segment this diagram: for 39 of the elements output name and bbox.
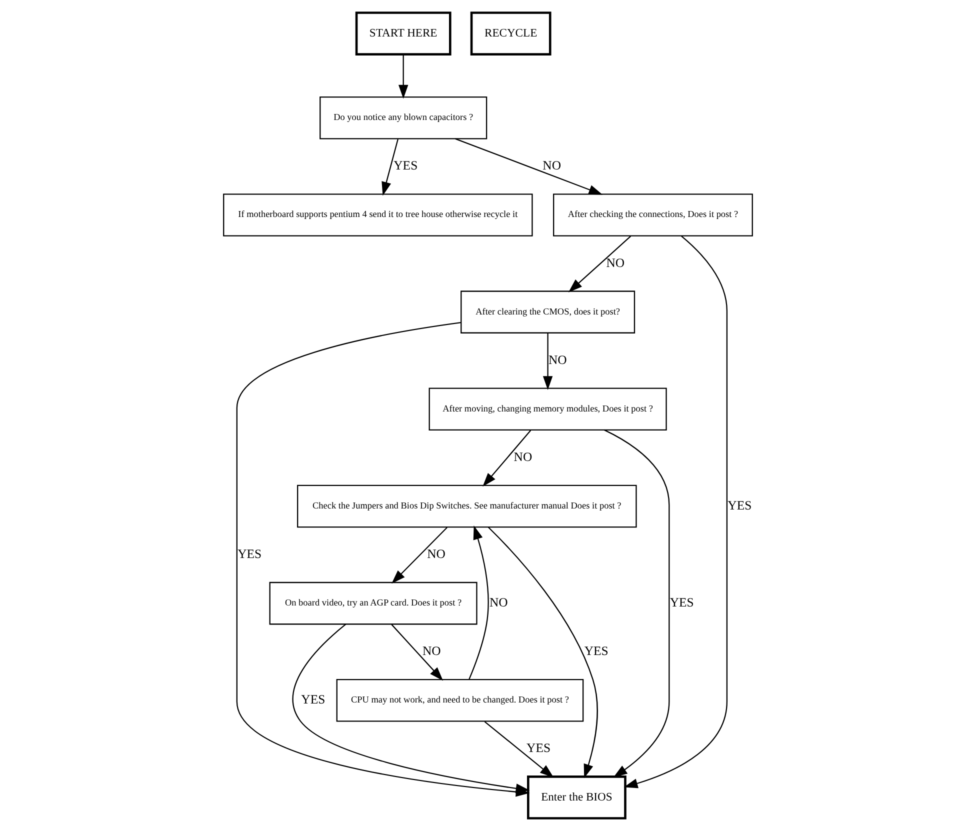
- arrow: [391, 527, 447, 584]
- arrow: [468, 526, 488, 680]
- node-box: CPU may not work, and need to be changed. Does it post ?: [336, 679, 584, 722]
- edge-label: YES: [584, 644, 608, 658]
- edge-label: NO: [426, 547, 445, 562]
- edge-label: YES: [300, 692, 325, 707]
- node-box: After moving, changing memory modules, Does it post ?: [428, 388, 666, 431]
- edge-label: NO: [489, 596, 508, 610]
- arrow: [542, 333, 552, 390]
- node-box: Check the Jumpers and Bios Dip Switches. See manufacturer manual Does it post ?: [296, 484, 636, 528]
- edge-label: YES: [393, 158, 418, 173]
- edge-label: NO: [548, 352, 566, 367]
- node-box: Enter the BIOS: [526, 776, 626, 820]
- arrow: [292, 624, 530, 794]
- arrow: [454, 138, 602, 195]
- node-box: On board video, try an AGP card. Does it post ?: [268, 582, 477, 625]
- arrow: [487, 526, 598, 778]
- arrow: [603, 429, 670, 778]
- node-box: RECYCLE: [470, 12, 551, 56]
- node-box: After clearing the CMOS, does it post?: [460, 290, 635, 334]
- arrow: [484, 721, 554, 778]
- edge-label: YES: [669, 596, 694, 610]
- arrow: [398, 54, 408, 99]
- edge-label: YES: [727, 498, 752, 512]
- arrow: [568, 236, 631, 292]
- arrow: [623, 236, 728, 788]
- edge-label: NO: [606, 256, 624, 270]
- arrow: [390, 624, 443, 681]
- edge-label: YES: [237, 547, 262, 562]
- edge-label: NO: [542, 158, 561, 173]
- edge-label: NO: [513, 450, 532, 464]
- arrow: [381, 139, 398, 196]
- node-box: If motherboard supports pentium 4 send it to tree house otherwise recycle it: [222, 194, 532, 236]
- edge-label: YES: [526, 741, 550, 756]
- arrow: [482, 430, 531, 487]
- node-box: After checking the connections, Does it post ?: [552, 194, 752, 236]
- node-box: Do you notice any blown capacitors ?: [319, 96, 487, 140]
- edge-label: NO: [422, 644, 440, 658]
- node-box: START HERE: [354, 12, 451, 56]
